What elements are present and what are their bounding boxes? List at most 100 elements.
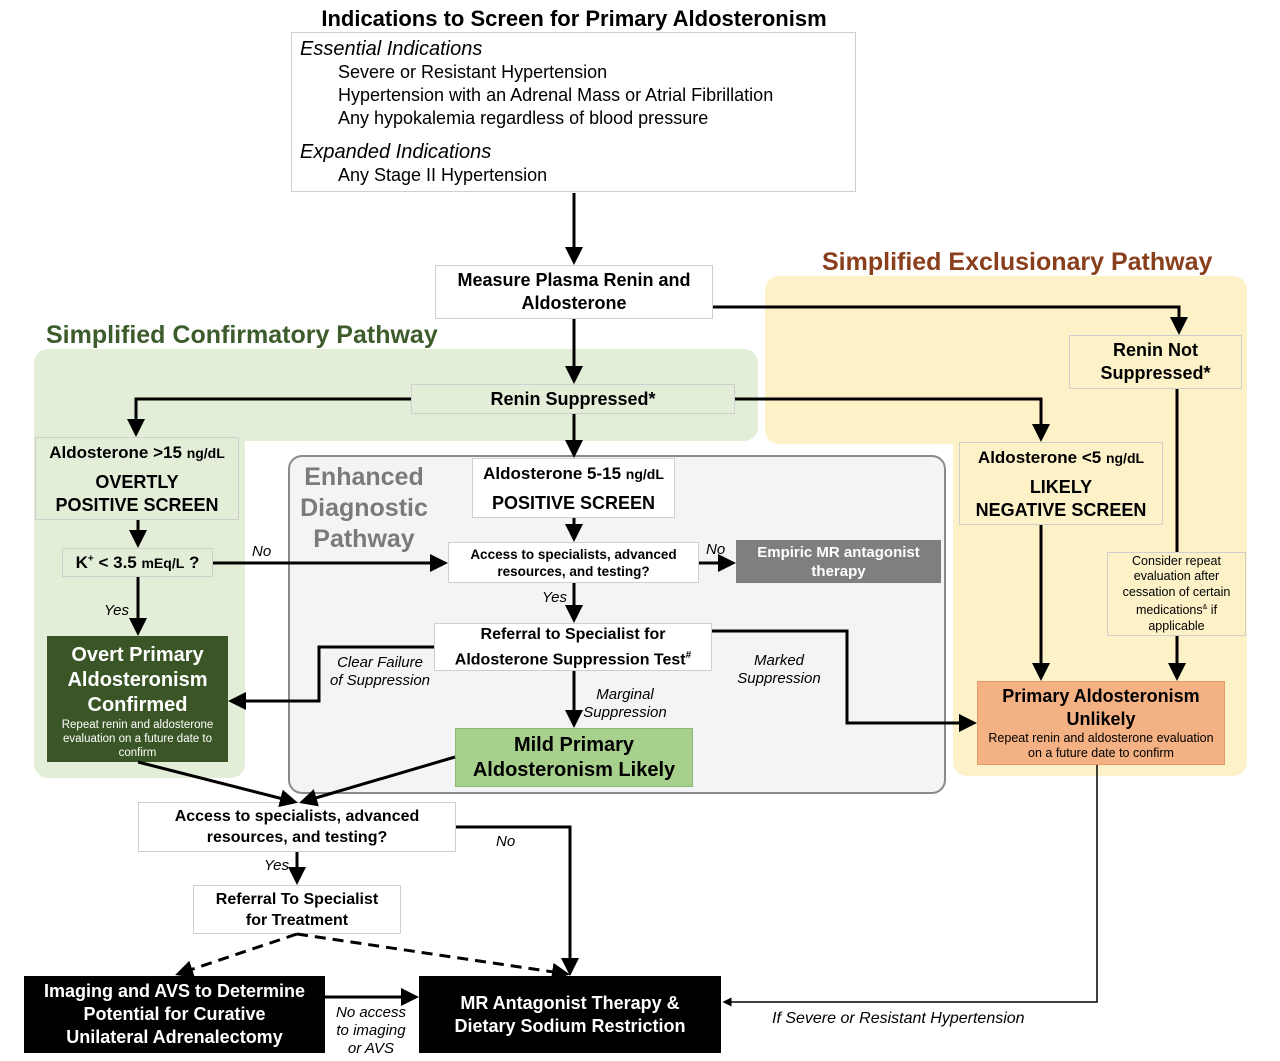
- marked-line: Suppression: [737, 670, 821, 687]
- negative-screen-label: NEGATIVE SCREEN: [975, 499, 1147, 520]
- consider-line: evaluation after: [1133, 569, 1220, 584]
- edge-label-no: No: [706, 541, 726, 558]
- access-bottom-box: Access to specialists, advanced resource…: [138, 802, 456, 852]
- edge-label-clear-failure: Clear Failure of Suppression: [326, 654, 434, 690]
- empiric-line: therapy: [811, 562, 866, 580]
- essential-item: Any hypokalemia regardless of blood pres…: [338, 108, 709, 128]
- aldosterone-low-box: Aldosterone <5 ng/dL LIKELY NEGATIVE SCR…: [959, 442, 1163, 525]
- measure-line: Measure Plasma Renin and: [457, 270, 691, 290]
- aldosterone-mid-label: Aldosterone 5-15: [483, 463, 622, 483]
- arrow-overt-to-access: [137, 760, 298, 808]
- aldosterone-high-box: Aldosterone >15 ng/dL OVERTLY POSITIVE S…: [35, 437, 239, 520]
- enhanced-title-line: Pathway: [313, 525, 415, 553]
- renin-not-suppressed-line: Suppressed*: [1100, 363, 1211, 383]
- access-line: Access to specialists, advanced: [470, 546, 677, 562]
- edge-label-no: No: [496, 833, 516, 850]
- marked-line: Marked: [753, 652, 805, 669]
- mr-therapy-box: MR Antagonist Therapy & Dietary Sodium R…: [419, 976, 721, 1053]
- imaging-line: Imaging and AVS to Determine: [43, 981, 306, 1001]
- measure-renin-aldosterone-box: Measure Plasma Renin and Aldosterone: [435, 265, 713, 319]
- likely-label: LIKELY: [1029, 476, 1093, 497]
- enhanced-title-line: Diagnostic: [300, 494, 428, 522]
- question-mark: ?: [184, 552, 200, 572]
- essential-item: Hypertension with an Adrenal Mass or Atr…: [338, 85, 774, 105]
- edge-label-yes: Yes: [104, 602, 130, 619]
- consider-repeat-box: Consider repeat evaluation after cessati…: [1107, 552, 1246, 636]
- unit-label: mEq/L: [141, 554, 185, 571]
- consider-line: cessation of certain: [1122, 584, 1231, 599]
- referral-treatment-box: Referral To Specialist for Treatment: [193, 885, 401, 934]
- mild-line: Aldosteronism Likely: [472, 758, 676, 781]
- indications-box: Essential Indications Severe or Resistan…: [291, 32, 856, 192]
- arrow-access-no-to-mr: [456, 825, 579, 976]
- overtly-label: OVERTLY: [95, 471, 179, 492]
- overt-confirmed-box: Overt Primary Aldosteronism Confirmed Re…: [47, 636, 228, 762]
- unlikely-line: Primary Aldosteronism: [1002, 686, 1200, 706]
- clear-failure-line: Clear Failure: [337, 654, 423, 671]
- consider-line: Consider repeat: [1132, 553, 1221, 568]
- expanded-item: Any Stage II Hypertension: [338, 165, 548, 185]
- arrow-suppressed-to-low: [735, 397, 1050, 442]
- arrow-mild-to-access: [299, 755, 456, 807]
- confirmatory-title: Simplified Confirmatory Pathway: [46, 321, 438, 349]
- edge-label-severe: If Severe or Resistant Hypertension: [772, 1010, 1025, 1027]
- positive-screen-label: POSITIVE SCREEN: [55, 494, 219, 515]
- overt-line: Aldosteronism: [67, 669, 208, 691]
- edge-label-yes: Yes: [264, 857, 290, 874]
- unlikely-box: Primary Aldosteronism Unlikely Repeat re…: [977, 681, 1225, 765]
- repeat-note: Repeat renin and aldosterone evaluation …: [988, 731, 1214, 760]
- dashed-arrow-to-mr: [296, 932, 570, 981]
- marginal-line: Suppression: [583, 704, 667, 721]
- unit-label: ng/dL: [186, 444, 225, 461]
- potassium-box: K+ < 3.5 mEq/L ?: [62, 548, 213, 577]
- edge-label-marginal: Marginal Suppression: [579, 686, 671, 722]
- arrow-suppressed-to-high: [127, 397, 411, 437]
- unlikely-line: Unlikely: [1066, 709, 1136, 729]
- enhanced-title-line: Enhanced: [304, 463, 424, 491]
- renin-suppressed-label: Renin Suppressed*: [490, 388, 656, 409]
- arrow-marked: [712, 629, 977, 732]
- unit-label: ng/dL: [1105, 449, 1145, 466]
- overt-line: Overt Primary: [71, 644, 204, 666]
- no-imaging-line: to imaging: [336, 1022, 406, 1039]
- unit-label: ng/dL: [625, 465, 664, 482]
- overt-line: Confirmed: [87, 694, 188, 716]
- aldosterone-low-label: Aldosterone <5: [977, 447, 1102, 467]
- clear-failure-line: of Suppression: [329, 672, 431, 689]
- footnote-mark: &: [1202, 604, 1208, 612]
- consider-line: if: [1207, 603, 1218, 618]
- consider-line: applicable: [1148, 618, 1205, 633]
- mild-line: Mild Primary: [513, 733, 635, 756]
- empiric-line: Empiric MR antagonist: [757, 543, 920, 561]
- aldosterone-high-label: Aldosterone >15: [49, 442, 182, 462]
- consider-line: medications: [1135, 603, 1203, 618]
- referral-line: Referral To Specialist: [215, 890, 379, 908]
- referral-line: Aldosterone Suppression Test: [454, 651, 686, 669]
- imaging-line: Potential for Curative: [83, 1004, 266, 1024]
- imaging-line: Unilateral Adrenalectomy: [66, 1027, 283, 1047]
- renin-not-suppressed-line: Renin Not: [1113, 340, 1198, 360]
- imaging-avs-box: Imaging and AVS to Determine Potential f…: [24, 976, 325, 1053]
- aldosterone-mid-box: Aldosterone 5-15 ng/dL POSITIVE SCREEN: [472, 458, 675, 518]
- arrow-unlikely-to-mr: [722, 765, 1098, 1007]
- arrow-measure-to-not-suppressed: [713, 305, 1188, 335]
- potassium-threshold: < 3.5: [93, 552, 142, 572]
- access-line: resources, and testing?: [206, 829, 388, 846]
- essential-heading: Essential Indications: [300, 38, 483, 60]
- access-specialists-box: Access to specialists, advanced resource…: [448, 542, 699, 583]
- exclusionary-title: Simplified Exclusionary Pathway: [822, 248, 1213, 276]
- referral-suppression-box: Referral to Specialist for Aldosterone S…: [434, 623, 712, 671]
- no-imaging-line: or AVS: [347, 1040, 395, 1057]
- footnote-mark: #: [685, 649, 692, 661]
- empiric-mr-box: Empiric MR antagonist therapy: [736, 540, 941, 583]
- repeat-note: Repeat renin and aldosterone evaluation …: [61, 719, 214, 759]
- positive-screen-label: POSITIVE SCREEN: [491, 492, 656, 513]
- expanded-heading: Expanded Indications: [300, 141, 492, 163]
- renin-not-suppressed-box: Renin Not Suppressed*: [1069, 335, 1242, 389]
- mr-therapy-line: MR Antagonist Therapy &: [460, 992, 680, 1013]
- enhanced-title: Enhanced Diagnostic Pathway: [296, 462, 432, 555]
- diagram-title: Indications to Screen for Primary Aldost…: [321, 6, 827, 31]
- essential-item: Severe or Resistant Hypertension: [338, 62, 608, 82]
- edge-label-yes: Yes: [542, 589, 568, 606]
